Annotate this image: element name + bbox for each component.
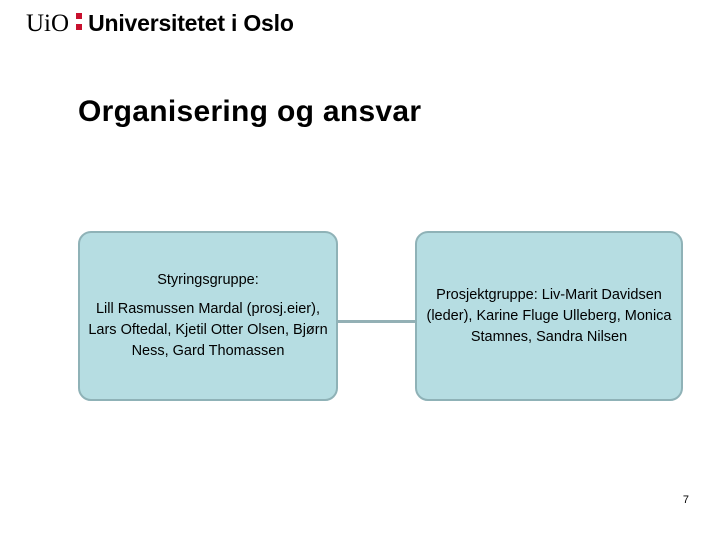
uio-logo-institution-name: Universitetet i Oslo bbox=[88, 10, 294, 36]
node-prosjektgruppe-members: Prosjektgruppe: Liv-Marit Davidsen (lede… bbox=[426, 286, 672, 345]
red-double-dot-icon bbox=[76, 13, 83, 30]
node-styringsgruppe-heading: Styringsgruppe: bbox=[157, 272, 259, 288]
node-styringsgruppe[interactable]: Styringsgruppe: Lill Rasmussen Mardal (p… bbox=[78, 231, 338, 401]
uio-logo-mark: UiO bbox=[26, 10, 70, 37]
page-number: 7 bbox=[682, 494, 689, 506]
node-styringsgruppe-members: Lill Rasmussen Mardal (prosj.eier), Lars… bbox=[88, 301, 328, 359]
page-title: Organisering og ansvar bbox=[78, 95, 422, 129]
connector-line-styringsgruppe-prosjektgruppe bbox=[337, 320, 416, 323]
uio-logo: UiO Universitetet i Oslo bbox=[26, 10, 294, 37]
node-prosjektgruppe[interactable]: Prosjektgruppe: Liv-Marit Davidsen (lede… bbox=[415, 231, 683, 401]
